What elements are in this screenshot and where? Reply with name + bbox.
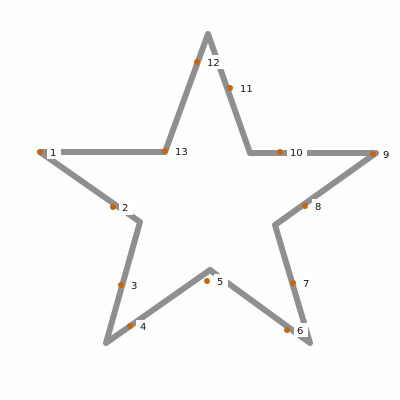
point-4: 4 <box>127 320 150 334</box>
label-background <box>47 145 61 159</box>
point-5: 5 <box>204 274 228 288</box>
point-marker <box>110 204 116 210</box>
star-outline <box>37 31 379 346</box>
point-10: 10 <box>277 145 307 159</box>
point-label: 7 <box>303 279 309 290</box>
point-label: 13 <box>175 147 188 158</box>
label-background <box>312 199 326 213</box>
point-9: 9 <box>370 147 394 161</box>
point-marker <box>302 203 308 209</box>
point-marker <box>127 323 133 329</box>
point-1: 1 <box>37 145 61 159</box>
label-background <box>287 145 307 159</box>
label-background <box>380 147 394 161</box>
point-label: 12 <box>207 58 220 69</box>
label-background <box>172 144 192 158</box>
point-marker <box>37 149 43 155</box>
point-8: 8 <box>302 199 326 213</box>
point-label: 9 <box>383 150 389 161</box>
point-marker <box>284 327 290 333</box>
point-label: 2 <box>122 203 128 214</box>
point-label: 4 <box>140 322 146 333</box>
point-label: 10 <box>290 148 303 159</box>
label-background <box>294 323 308 337</box>
point-13: 13 <box>162 144 192 158</box>
point-marker <box>118 282 124 288</box>
point-6: 6 <box>284 323 308 337</box>
point-11: 11 <box>227 81 257 95</box>
point-marker <box>162 148 168 154</box>
point-label: 8 <box>315 202 321 213</box>
point-marker <box>227 85 233 91</box>
point-marker <box>277 149 283 155</box>
point-12: 12 <box>194 55 224 69</box>
point-label: 6 <box>297 326 303 337</box>
label-background <box>204 55 224 69</box>
point-2: 2 <box>110 201 133 215</box>
point-7: 7 <box>290 276 314 290</box>
point-marker <box>290 280 296 286</box>
point-label: 1 <box>50 148 56 159</box>
label-background <box>237 81 257 95</box>
label-background <box>119 201 133 215</box>
label-background <box>300 276 314 290</box>
point-label: 3 <box>131 281 137 292</box>
point-marker <box>194 59 200 65</box>
label-background <box>128 278 142 292</box>
point-marker <box>204 278 210 284</box>
point-marker <box>370 151 376 157</box>
point-label: 11 <box>240 84 253 95</box>
point-3: 3 <box>118 278 142 292</box>
label-background <box>136 320 150 334</box>
point-label: 5 <box>217 277 223 288</box>
label-background <box>214 274 228 288</box>
